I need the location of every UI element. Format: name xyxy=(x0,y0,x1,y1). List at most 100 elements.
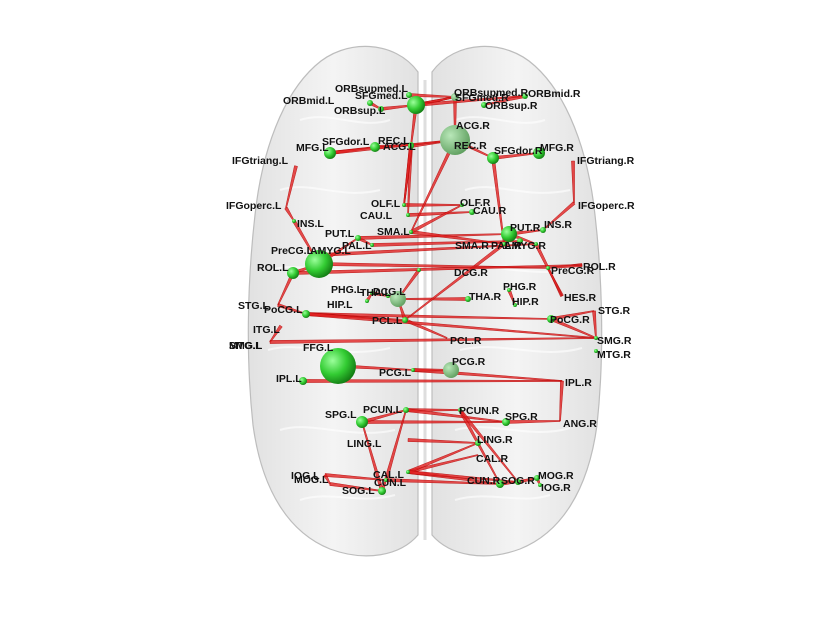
node-SMA.R xyxy=(502,242,506,246)
node-PUT.R xyxy=(501,226,517,242)
label-DCG.L: DCG.L xyxy=(373,286,406,298)
label-IFGtriang.L: IFGtriang.L xyxy=(232,155,289,167)
label-ROL.L: ROL.L xyxy=(257,262,289,274)
label-ORBsup.L: ORBsup.L xyxy=(334,105,386,117)
label-OLF.R: OLF.R xyxy=(460,197,491,209)
label-IPL.L: IPL.L xyxy=(276,373,302,385)
node-IPL.L xyxy=(299,377,307,385)
label-AMYG.R: AMYG.R xyxy=(504,240,546,252)
label-MOG.L: MOG.L xyxy=(294,474,329,486)
label-HIP.R: HIP.R xyxy=(512,296,539,308)
label-CUN.L: CUN.L xyxy=(374,477,407,489)
label-INS.R: INS.R xyxy=(544,219,572,231)
label-SOG.R: SOG.R xyxy=(501,475,535,487)
label-MOG.R: MOG.R xyxy=(538,470,574,482)
node-SOG.R xyxy=(515,479,521,485)
label-PAL.L: PAL.L xyxy=(342,240,372,252)
node-INS.R xyxy=(540,227,546,233)
node-PCG.R xyxy=(443,362,459,378)
label-PUT.R: PUT.R xyxy=(510,222,541,234)
label-PAL.R: PAL.R xyxy=(491,240,522,252)
node-PreCG.R xyxy=(546,266,550,270)
node-PAL.R xyxy=(517,238,523,244)
node-MFG.L xyxy=(324,147,336,159)
label-ROL.R: ROL.R xyxy=(583,261,616,273)
node-DCG.L xyxy=(390,291,406,307)
label-PCL.L: PCL.L xyxy=(372,315,403,327)
label-ORBmid.R: ORBmid.R xyxy=(528,88,581,100)
label-PreCG.R: PreCG.R xyxy=(551,265,595,277)
label-PCG.R: PCG.R xyxy=(452,356,486,368)
label-IOG.R: IOG.R xyxy=(541,482,571,494)
label-HES.R: HES.R xyxy=(564,292,597,304)
node-CAL.L xyxy=(406,470,410,474)
node-PHG.R xyxy=(507,288,511,292)
label-ORBmid.L: ORBmid.L xyxy=(283,95,335,107)
label-PreCG.L: PreCG.L xyxy=(271,245,314,257)
label-ITG.L: ITG.L xyxy=(253,324,280,336)
label-ORBsupmed.R: ORBsupmed.R xyxy=(454,87,529,99)
label-MTG.L: MTG.L xyxy=(229,340,262,352)
label-PUT.L: PUT.L xyxy=(325,228,355,240)
node-INS.L xyxy=(292,219,296,223)
node-SPG.R xyxy=(502,418,510,426)
node-PCG.L xyxy=(411,368,415,372)
node-PAL.L xyxy=(370,243,374,247)
label-THA.R: THA.R xyxy=(469,291,501,303)
node-CUN.R xyxy=(496,480,504,488)
label-SMA.L: SMA.L xyxy=(377,226,410,238)
label-ORBsupmed.L: ORBsupmed.L xyxy=(335,83,409,95)
label-ACG.R: ACG.R xyxy=(456,120,490,132)
node-PUT.L xyxy=(355,235,361,241)
node-ACG.R xyxy=(440,125,470,155)
label-MFG.L: MFG.L xyxy=(296,142,329,154)
node-PCUN.L xyxy=(403,407,409,413)
node-ROL.L xyxy=(287,267,299,279)
region-nodes xyxy=(287,92,598,495)
label-ANG.R: ANG.R xyxy=(563,418,597,430)
label-SPG.L: SPG.L xyxy=(325,409,357,421)
label-SOG.L: SOG.L xyxy=(342,485,375,497)
node-ORBsup.R xyxy=(481,102,487,108)
label-STG.R: STG.R xyxy=(598,305,631,317)
edge-IPL.R-ANG.R xyxy=(559,380,564,422)
node-OLF.L xyxy=(402,203,406,207)
node-THA.L xyxy=(386,294,390,298)
label-CAL.L: CAL.L xyxy=(373,469,404,481)
node-PoCG.R xyxy=(547,315,555,323)
node-HIP.R xyxy=(513,303,517,307)
node-ACG.L xyxy=(408,143,414,149)
node-MOG.R xyxy=(534,475,540,481)
label-PCUN.R: PCUN.R xyxy=(459,405,500,417)
label-CAL.R: CAL.R xyxy=(476,453,508,465)
label-IOG.L: IOG.L xyxy=(291,470,320,482)
label-LING.L: LING.L xyxy=(347,438,382,450)
label-CAU.L: CAU.L xyxy=(360,210,393,222)
node-PreCG.L xyxy=(305,250,333,278)
node-ORBsup.L xyxy=(378,106,384,112)
label-SPG.R: SPG.R xyxy=(505,411,538,423)
node-PoCG.L xyxy=(302,310,310,318)
label-IFGoperc.L: IFGoperc.L xyxy=(226,200,282,212)
node-LING.R xyxy=(475,440,481,446)
node-ORBsupmed.L xyxy=(406,92,412,98)
label-STG.L: STG.L xyxy=(238,300,270,312)
node-MTG.R xyxy=(594,349,598,353)
label-INS.L: INS.L xyxy=(297,218,324,230)
node-THA.R xyxy=(465,296,471,302)
node-IOG.R xyxy=(538,483,542,487)
label-MTG.R: MTG.R xyxy=(597,349,631,361)
label-SFGdor.R: SFGdor.R xyxy=(494,145,543,157)
node-CUN.L xyxy=(384,478,388,482)
label-PCG.L: PCG.L xyxy=(379,367,412,379)
label-CUN.R: CUN.R xyxy=(467,475,501,487)
label-SMG.L: SMG.L xyxy=(229,340,263,352)
node-PCL.L xyxy=(402,317,408,323)
label-PoCG.R: PoCG.R xyxy=(550,314,590,326)
label-MFG.R: MFG.R xyxy=(540,142,574,154)
node-SPG.L xyxy=(356,416,368,428)
label-PCL.R: PCL.R xyxy=(450,335,482,347)
label-HIP.L: HIP.L xyxy=(327,299,353,311)
label-FFG.L: FFG.L xyxy=(303,342,334,354)
